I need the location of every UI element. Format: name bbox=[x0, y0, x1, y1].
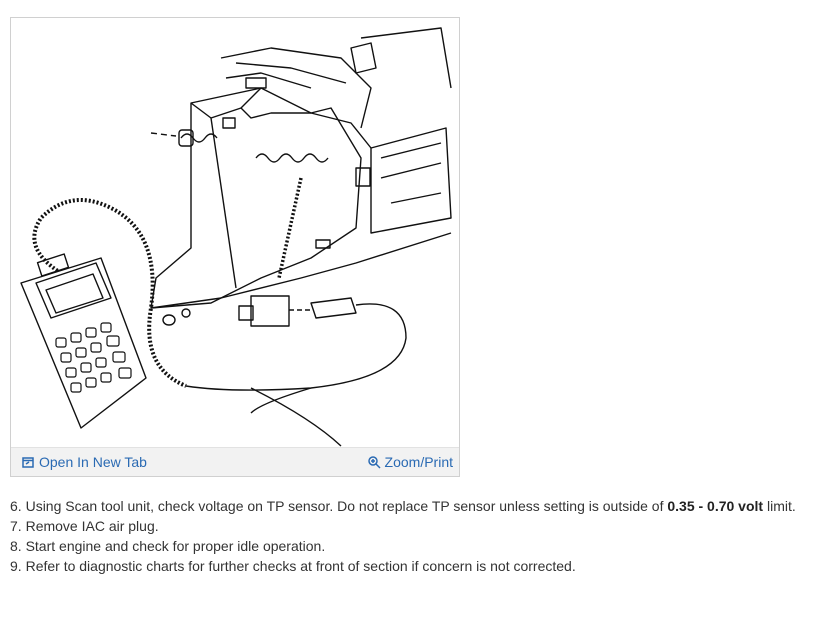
step-item: 8. Start engine and check for proper idl… bbox=[10, 536, 800, 556]
figure-toolbar: Open In New Tab Zoom/Print bbox=[11, 447, 459, 476]
step-text: Start engine and check for proper idle o… bbox=[25, 538, 326, 554]
step-text: Using Scan tool unit, check voltage on T… bbox=[25, 498, 664, 514]
step-number: 8. bbox=[10, 538, 22, 554]
step-number: 6. bbox=[10, 498, 22, 514]
zoom-print-link[interactable]: Zoom/Print bbox=[367, 454, 453, 470]
zoom-print-label: Zoom/Print bbox=[384, 454, 453, 470]
instruction-steps: 6. Using Scan tool unit, check voltage o… bbox=[10, 496, 800, 576]
step-text: Remove IAC air plug. bbox=[25, 518, 159, 534]
voltage-range: 0.35 - 0.70 volt bbox=[667, 498, 764, 514]
open-in-new-tab-link[interactable]: Open In New Tab bbox=[21, 454, 147, 470]
step-item: 7. Remove IAC air plug. bbox=[10, 516, 800, 536]
open-in-new-tab-label: Open In New Tab bbox=[39, 454, 147, 470]
diagram-figure: Open In New Tab Zoom/Print bbox=[10, 17, 460, 477]
open-new-tab-icon bbox=[22, 457, 34, 468]
step-text-continued: limit. bbox=[766, 498, 796, 514]
step-number: 7. bbox=[10, 518, 22, 534]
step-text: Refer to diagnostic charts for further c… bbox=[25, 558, 576, 574]
step-item: 6. Using Scan tool unit, check voltage o… bbox=[10, 496, 800, 516]
magnifier-zoom-icon bbox=[367, 456, 381, 469]
step-number: 9. bbox=[10, 558, 22, 574]
step-item: 9. Refer to diagnostic charts for furthe… bbox=[10, 556, 800, 576]
throttle-body-scan-tool-illustration bbox=[20, 27, 452, 447]
